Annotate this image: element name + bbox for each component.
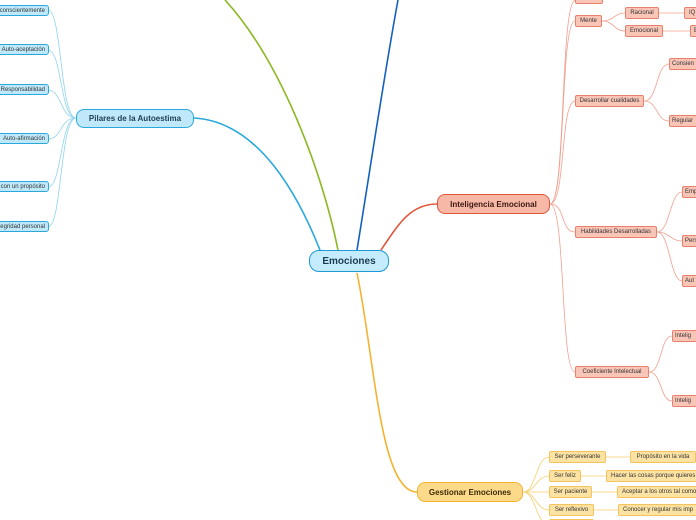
node-eq[interactable]: E [690,25,696,37]
autoestima-item-vivir-proposito[interactable]: Vivir con un propósito [0,181,49,192]
branch-gestionar-emociones[interactable]: Gestionar Emociones [417,482,523,502]
detail-proposito-vida[interactable]: Propósito en la vida [630,451,696,463]
link-root-gestionar [356,272,418,493]
autoestima-item-auto-aceptacion[interactable]: Auto-aceptación [0,44,49,55]
node-inteligencia-2[interactable]: Intelig [672,395,696,407]
node-emocional[interactable]: Emocional [625,25,663,37]
node-ser-perseverante[interactable]: Ser perseverante [549,451,606,463]
autoestima-item-responsabilidad[interactable]: Responsabilidad [0,84,49,95]
node-ser-paciente[interactable]: Ser paciente [549,486,592,498]
autoestima-item-vivir-conscientemente[interactable]: Vivir conscientemente [0,5,49,16]
link-root-autoestima [191,117,321,251]
node-coeficiente-intelectual[interactable]: Coeficiente Intelectual [575,366,649,378]
detail-conocer-regular[interactable]: Conocer y regular mis imp [618,504,696,516]
detail-hacer-cosas[interactable]: Hacer las cosas porque quieres [606,470,696,482]
node-desarrollar-cualidades[interactable]: Desarrollar cualidades [575,95,644,107]
node-iq[interactable]: IQ [684,7,696,19]
node-ser-feliz[interactable]: Ser feliz [549,470,581,482]
autoestima-item-integridad-personal[interactable]: Integridad personal [0,221,49,232]
node-empatia[interactable]: Emp [682,186,696,198]
branch-autoestima[interactable]: Pilares de la Autoestima [76,109,194,128]
node-ser-reflexivo[interactable]: Ser reflexivo [549,504,594,516]
node-inteligencia-1[interactable]: Intelig [672,330,696,342]
node-autocontrol[interactable]: Aut [682,275,696,287]
detail-aceptar-otros[interactable]: Aceptar a los otros tal como [617,486,696,498]
node-persuasion[interactable]: Pers [682,235,696,247]
link-root-inteligencia [380,203,438,251]
branch-inteligencia-emocional[interactable]: Inteligencia Emocional [437,194,550,214]
inteligencia-offscreen-node[interactable] [575,0,603,4]
autoestima-item-auto-afirmacion[interactable]: Auto-afirmación [0,133,49,144]
node-habilidades-desarrolladas[interactable]: Habilidades Desarrolladas [575,226,657,238]
root-node[interactable]: Emociones [309,250,389,272]
node-conciencia[interactable]: Consien [669,58,696,70]
node-regular[interactable]: Regular [669,115,696,127]
node-racional[interactable]: Racional [625,7,659,19]
link-root-offscreen-green [224,0,339,251]
node-mente[interactable]: Mente [575,15,602,27]
link-root-offscreen-navy [356,0,399,251]
